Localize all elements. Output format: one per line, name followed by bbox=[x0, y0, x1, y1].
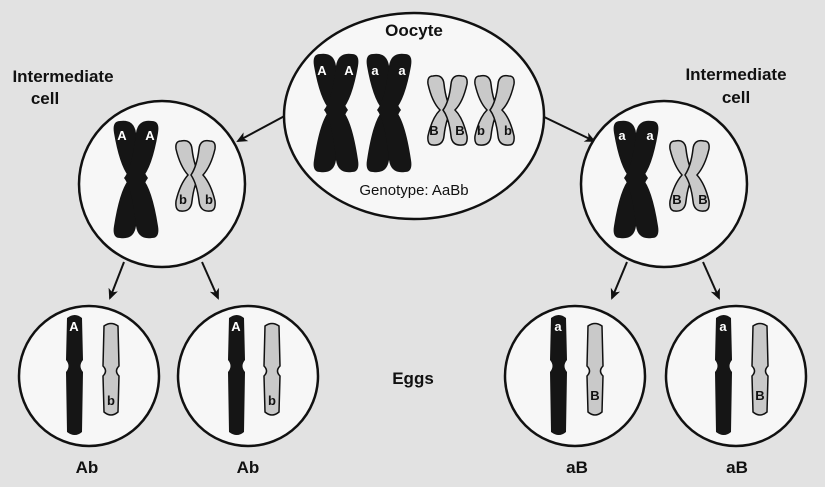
intermediate-right-label-line1: Intermediate bbox=[685, 65, 786, 84]
egg4-genotype-label: aB bbox=[726, 458, 748, 477]
allele: a bbox=[618, 128, 626, 143]
arrow-left-to-egg1 bbox=[110, 262, 124, 298]
allele: B bbox=[429, 123, 438, 138]
allele: b bbox=[205, 192, 213, 207]
egg-cell-4: a B aB bbox=[666, 306, 806, 477]
egg3-genotype-label: aB bbox=[566, 458, 588, 477]
allele: a bbox=[371, 63, 379, 78]
intermediate-right-label-line2: cell bbox=[722, 88, 750, 107]
allele: A bbox=[117, 128, 127, 143]
allele: B bbox=[590, 388, 599, 403]
allele: b bbox=[504, 123, 512, 138]
allele: a bbox=[646, 128, 654, 143]
allele: B bbox=[698, 192, 707, 207]
arrow-right-to-egg4 bbox=[703, 262, 719, 298]
allele: b bbox=[268, 393, 276, 408]
allele: b bbox=[477, 123, 485, 138]
arrow-oocyte-to-right bbox=[540, 115, 594, 141]
egg-cell-2: A b Ab bbox=[178, 306, 318, 477]
egg1-genotype-label: Ab bbox=[76, 458, 99, 477]
genotype-label: Genotype: AaBb bbox=[359, 182, 468, 199]
allele: a bbox=[554, 319, 562, 334]
allele: A bbox=[231, 319, 241, 334]
oocyte-cell: Oocyte Genotype: AaBb A A a a B B b bbox=[284, 13, 544, 219]
intermediate-left-label-line1: Intermediate bbox=[12, 67, 113, 86]
egg-cell-3: a B aB bbox=[505, 306, 645, 477]
eggs-label: Eggs bbox=[392, 369, 434, 388]
oocyte-label: Oocyte bbox=[385, 21, 443, 40]
allele: a bbox=[719, 319, 727, 334]
allele: A bbox=[69, 319, 79, 334]
arrow-right-to-egg3 bbox=[612, 262, 627, 298]
allele: A bbox=[344, 63, 354, 78]
allele: b bbox=[107, 393, 115, 408]
allele: b bbox=[179, 192, 187, 207]
allele: B bbox=[455, 123, 464, 138]
intermediate-cell-right: Intermediate cell a a B B bbox=[581, 65, 787, 267]
egg2-genotype-label: Ab bbox=[237, 458, 260, 477]
allele: A bbox=[145, 128, 155, 143]
allele: A bbox=[317, 63, 327, 78]
allele: a bbox=[398, 63, 406, 78]
arrow-left-to-egg2 bbox=[202, 262, 218, 298]
intermediate-left-label-line2: cell bbox=[31, 89, 59, 108]
allele: B bbox=[672, 192, 681, 207]
egg-cell-1: A b Ab bbox=[19, 306, 159, 477]
intermediate-cell-left: Intermediate cell A A b b bbox=[12, 67, 245, 267]
allele: B bbox=[755, 388, 764, 403]
